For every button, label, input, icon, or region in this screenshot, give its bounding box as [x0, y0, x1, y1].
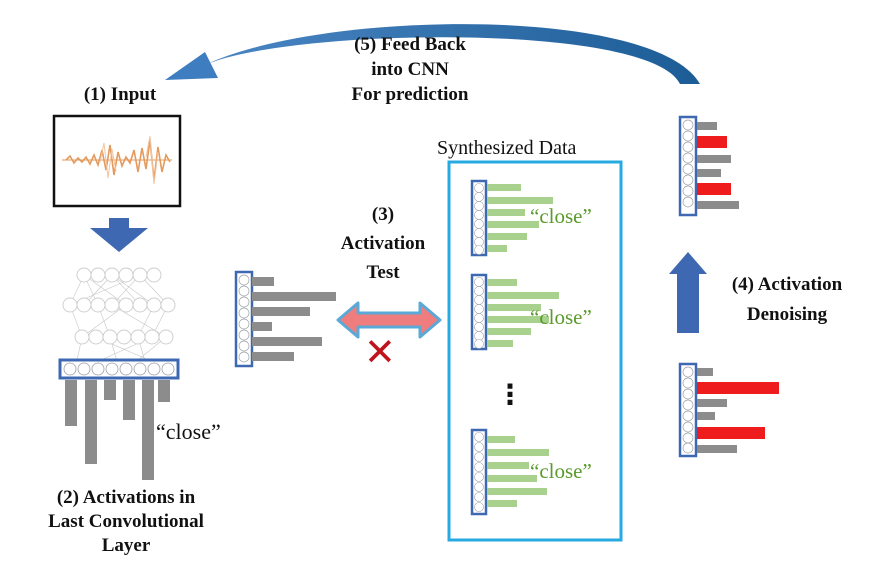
feedback-label: (5) Feed Back into CNN For prediction [300, 32, 520, 107]
cnn-network [62, 267, 176, 366]
close-label-synth-2: “close” [530, 305, 592, 329]
input-label: (1) Input [83, 84, 157, 105]
close-label-synth-1: “close” [530, 204, 592, 228]
activations-line-3: Layer [101, 535, 151, 556]
test-line-3: Test [366, 262, 400, 283]
last-conv-layer [58, 358, 180, 380]
test-line-1: (3) [371, 204, 395, 225]
synth-sample-1 [470, 179, 553, 257]
activations-label: (2) Activations in Last Convolutional La… [6, 486, 246, 558]
cross-icon: ✕ [364, 330, 396, 374]
feedback-line-1: (5) Feed Back [354, 34, 466, 55]
denoise-line-1: (4) Activation [731, 274, 843, 295]
synthesized-data-box [447, 160, 623, 542]
feedback-line-2: into CNN [371, 59, 449, 80]
close-label-main: “close” [156, 419, 221, 444]
activation-test-label: (3) Activation Test [318, 200, 448, 287]
input-spectrogram [52, 114, 182, 208]
bidirectional-arrow-icon [336, 301, 442, 339]
noisy-activation [678, 362, 779, 458]
activation-bars [65, 380, 170, 480]
activations-line-2: Last Convolutional [48, 511, 204, 532]
feedback-line-3: For prediction [351, 84, 469, 105]
denoising-label: (4) Activation Denoising [702, 270, 872, 330]
activations-line-1: (2) Activations in [56, 487, 196, 508]
ellipsis-icon: ⋮ [496, 378, 524, 411]
up-arrow-icon [669, 252, 707, 333]
close-label-synth-3: “close” [530, 459, 592, 483]
feedback-arrow [165, 24, 700, 84]
synth-sample-3 [470, 428, 549, 516]
test-line-2: Activation [340, 233, 426, 254]
denoise-line-2: Denoising [746, 304, 828, 325]
down-arrow-icon [90, 218, 148, 252]
query-activation [234, 270, 336, 368]
synth-sample-2 [470, 273, 559, 351]
synthesized-data-label: Synthesized Data [437, 137, 577, 159]
denoised-activation [678, 115, 739, 217]
